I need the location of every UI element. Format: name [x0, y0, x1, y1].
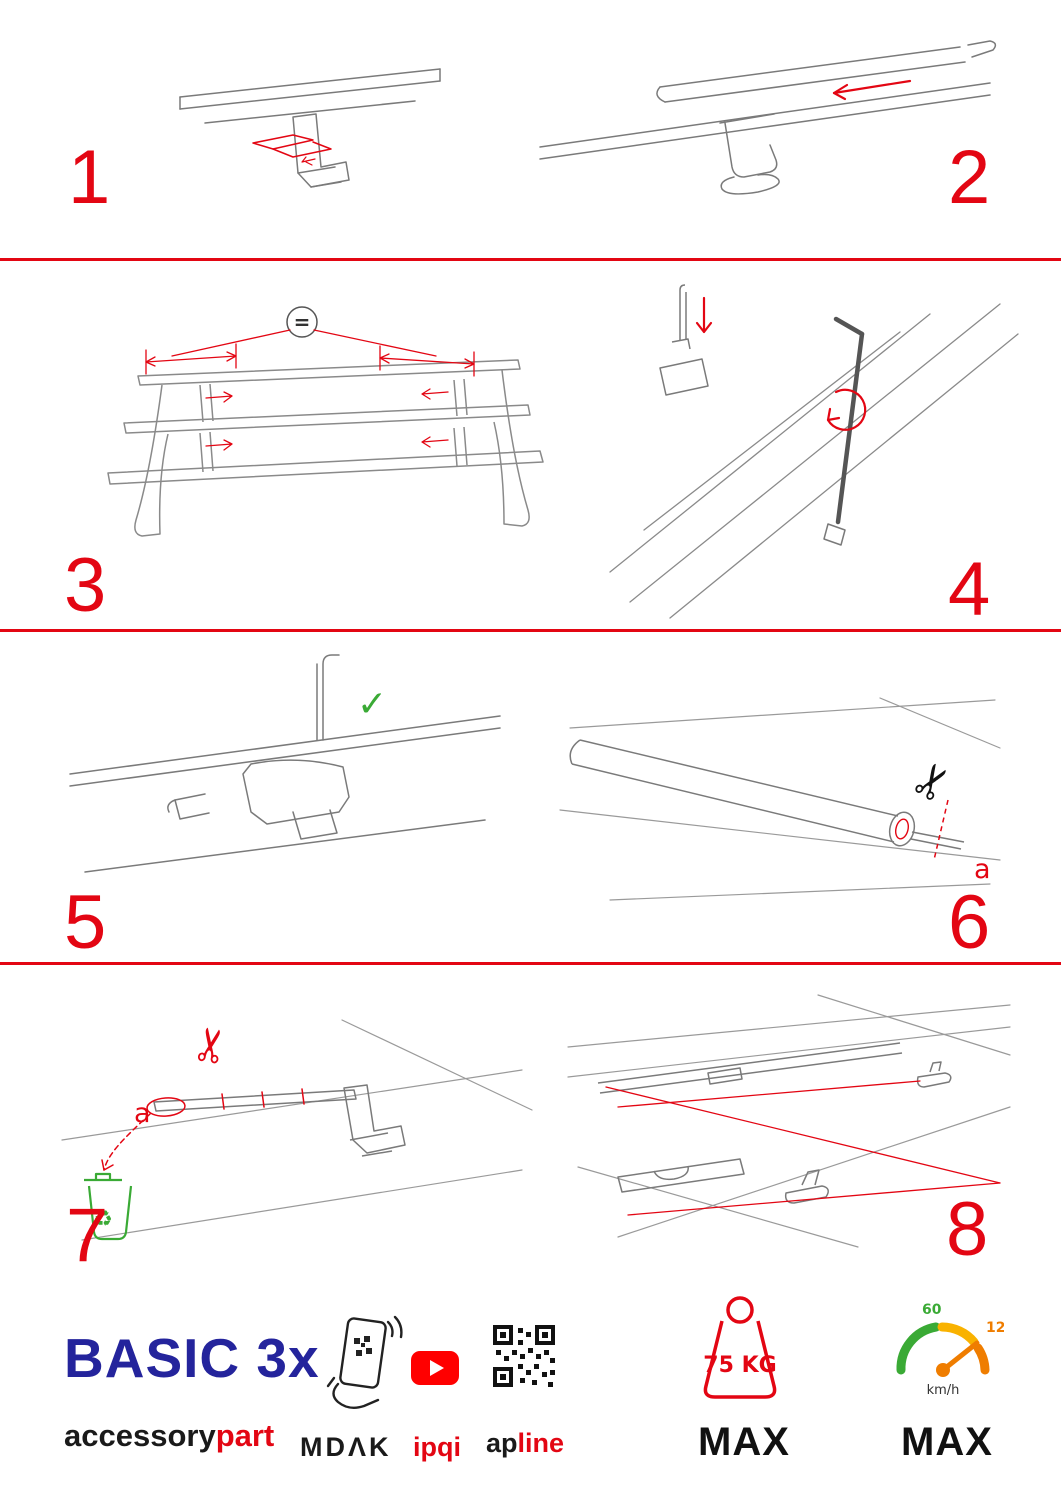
max-load-label: MAX: [698, 1420, 790, 1464]
speedometer-needle: [936, 1340, 980, 1377]
speed-low-label: 60: [922, 1302, 942, 1318]
trash-bin-icon: [84, 1172, 133, 1241]
scissors-icon: ✂: [899, 751, 965, 812]
cut-label-a: a: [974, 854, 991, 885]
strip-channel-highlight: [894, 818, 910, 840]
partner-ipqi: ipqi: [413, 1432, 461, 1462]
max-load-value: 75 KG: [703, 1353, 776, 1378]
step-5-number: 5: [64, 880, 107, 965]
recycle-icon: ♻: [93, 1207, 113, 1232]
step-4-illustration: [609, 284, 1019, 619]
section-divider-2: [0, 629, 1061, 632]
partner-apline-black: ap: [486, 1428, 518, 1458]
step-2-illustration: [539, 40, 997, 195]
cut-label-a: a: [134, 1098, 151, 1129]
step-7-illustration: ✂ a ♻: [61, 1019, 533, 1241]
spacing-dimension-lines: [145, 329, 475, 451]
section-divider-1: [0, 258, 1061, 261]
step-3-number: 3: [64, 543, 107, 628]
speedometer-icon: 60 120 km/h: [896, 1302, 1004, 1398]
partner-mdak: MDΛK: [300, 1432, 392, 1462]
alignment-lines: [605, 1080, 1001, 1216]
check-icon: ✓: [357, 684, 387, 725]
tighten-arrows: [695, 296, 867, 431]
step-5-illustration: ✓: [69, 654, 501, 873]
step-6-illustration: ✂ a: [559, 697, 1001, 901]
brand-logo-red: part: [215, 1418, 275, 1453]
step-3-illustration: =: [107, 306, 544, 537]
slide-direction-arrow: [832, 79, 912, 101]
step-7-number: 7: [66, 1193, 109, 1278]
speed-unit-label: km/h: [927, 1383, 960, 1398]
equal-sign: =: [294, 310, 311, 334]
step-1-number: 1: [68, 135, 111, 220]
brand-logo: accessorypart: [64, 1418, 274, 1454]
product-name: BASIC 3x: [64, 1327, 320, 1389]
step-4-number: 4: [948, 547, 991, 632]
qr-code: [493, 1325, 555, 1387]
step-2-number: 2: [948, 135, 991, 220]
brand-logo-black: accessory: [64, 1418, 216, 1453]
speed-high-label: 120: [986, 1320, 1004, 1336]
max-weight-icon: 75 KG: [703, 1296, 777, 1399]
step-8-illustration: [567, 994, 1011, 1248]
equal-spacing-callout: =: [286, 306, 318, 338]
insert-plate-highlight: [252, 134, 332, 166]
step-1-illustration: [179, 68, 441, 188]
section-divider-3: [0, 962, 1061, 965]
step-8-number: 8: [946, 1187, 989, 1272]
phone-qr-icon: [326, 1315, 403, 1409]
max-speed-label: MAX: [901, 1420, 993, 1464]
allen-key: [833, 316, 865, 525]
cut-marks: [101, 1088, 305, 1171]
partner-apline-red: line: [517, 1428, 565, 1458]
scissors-icon: ✂: [181, 1022, 241, 1069]
partner-apline: apline: [486, 1428, 564, 1459]
phone-screen-qr: [354, 1336, 372, 1356]
step-6-number: 6: [948, 880, 991, 965]
youtube-icon: [411, 1351, 459, 1385]
cut-line: [933, 799, 949, 861]
